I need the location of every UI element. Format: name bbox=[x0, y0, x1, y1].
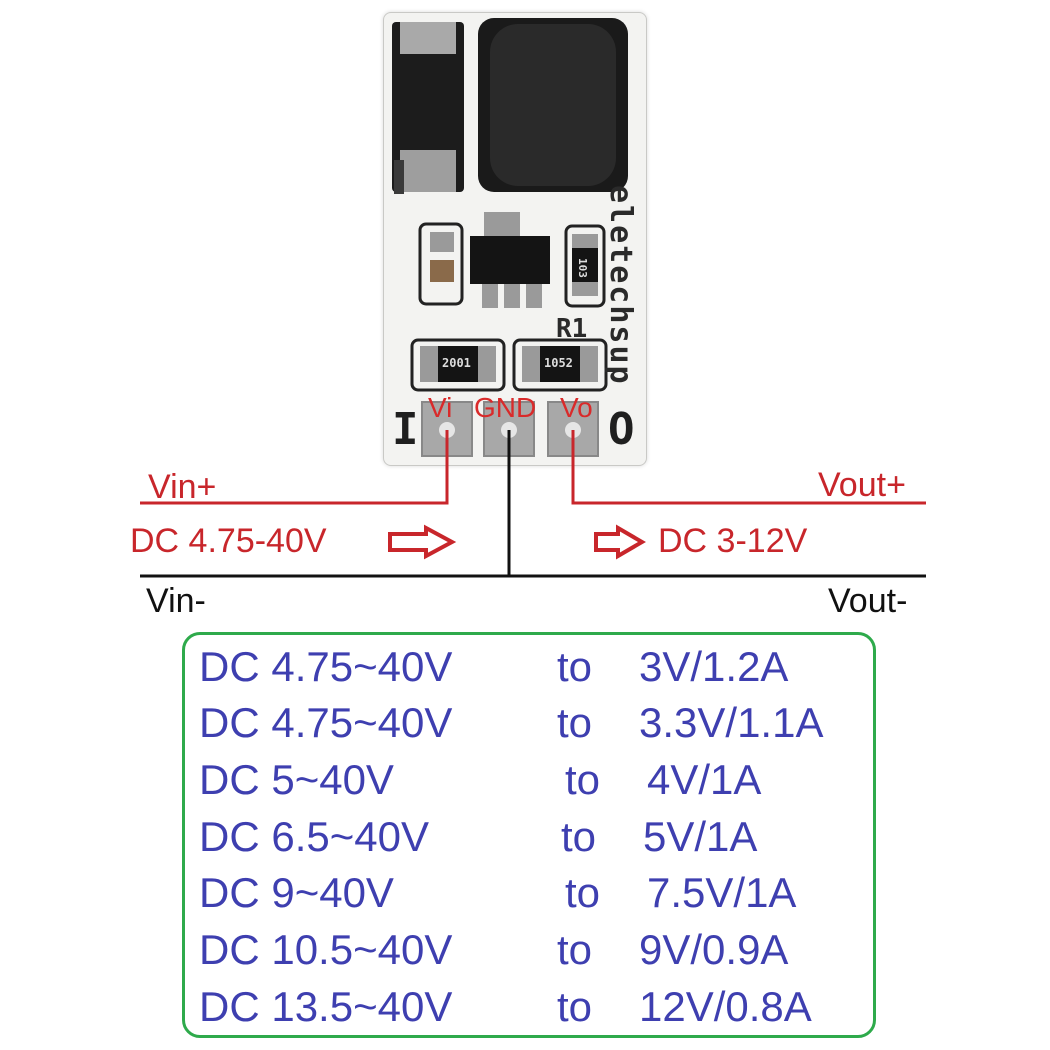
arrow-right-icon bbox=[388, 524, 457, 560]
vin-plus-wire bbox=[140, 430, 449, 505]
spec-to: to bbox=[557, 699, 593, 746]
spec-to: to bbox=[557, 926, 593, 973]
diode-component bbox=[392, 22, 464, 194]
spec-output: 9V/0.9A bbox=[639, 926, 789, 973]
spec-input: DC 9~40V bbox=[199, 869, 394, 916]
pin-out-letter: O bbox=[608, 404, 635, 455]
pin-label-gnd: GND bbox=[474, 392, 537, 423]
spec-output: 3.3V/1.1A bbox=[639, 699, 824, 746]
spec-output: 4V/1A bbox=[647, 756, 762, 803]
spec-output: 5V/1A bbox=[643, 813, 758, 860]
pin-in-letter: I bbox=[392, 404, 419, 455]
resistor-2001 bbox=[410, 338, 506, 392]
spec-input: DC 13.5~40V bbox=[199, 983, 453, 1030]
spec-input: DC 4.75~40V bbox=[199, 699, 453, 746]
regulator-ic bbox=[470, 212, 550, 308]
pin-label-vo: Vo bbox=[560, 392, 593, 423]
spec-output: 3V/1.2A bbox=[639, 643, 789, 690]
input-range-label: DC 4.75-40V bbox=[130, 522, 327, 560]
spec-to: to bbox=[557, 643, 593, 690]
spec-output: 12V/0.8A bbox=[639, 983, 812, 1030]
capacitor-left bbox=[418, 222, 464, 306]
spec-to: to bbox=[565, 756, 601, 803]
vout-minus-label: Vout- bbox=[828, 582, 908, 620]
silk-r1: R1 bbox=[556, 314, 588, 344]
spec-to: to bbox=[557, 983, 593, 1030]
spec-table: DC 4.75~40V to 3V/1.2A DC 4.75~40V to 3.… bbox=[182, 632, 876, 1038]
spec-output: 7.5V/1A bbox=[647, 869, 797, 916]
resistor-1052 bbox=[512, 338, 608, 392]
spec-input: DC 5~40V bbox=[199, 756, 394, 803]
resistor-code-right: 1052 bbox=[544, 356, 573, 370]
spec-input: DC 4.75~40V bbox=[199, 643, 453, 690]
spec-input: DC 10.5~40V bbox=[199, 926, 453, 973]
vin-minus-label: Vin- bbox=[146, 582, 206, 620]
resistor-code-top: 103 bbox=[576, 258, 589, 278]
pin-label-vi: Vi bbox=[428, 392, 453, 423]
spec-to: to bbox=[561, 813, 597, 860]
arrow-right-icon bbox=[594, 524, 646, 560]
resistor-code-left: 2001 bbox=[442, 356, 471, 370]
spec-input: DC 6.5~40V bbox=[199, 813, 429, 860]
resistor-103 bbox=[564, 224, 606, 308]
vout-plus-wire bbox=[571, 430, 926, 505]
output-range-label: DC 3-12V bbox=[658, 522, 808, 560]
spec-to: to bbox=[565, 869, 601, 916]
wires bbox=[140, 430, 926, 578]
vin-plus-label: Vin+ bbox=[148, 468, 217, 506]
brand-silkscreen: eletechsup bbox=[603, 185, 638, 386]
inductor-component bbox=[478, 18, 628, 192]
vout-plus-label: Vout+ bbox=[818, 466, 906, 504]
